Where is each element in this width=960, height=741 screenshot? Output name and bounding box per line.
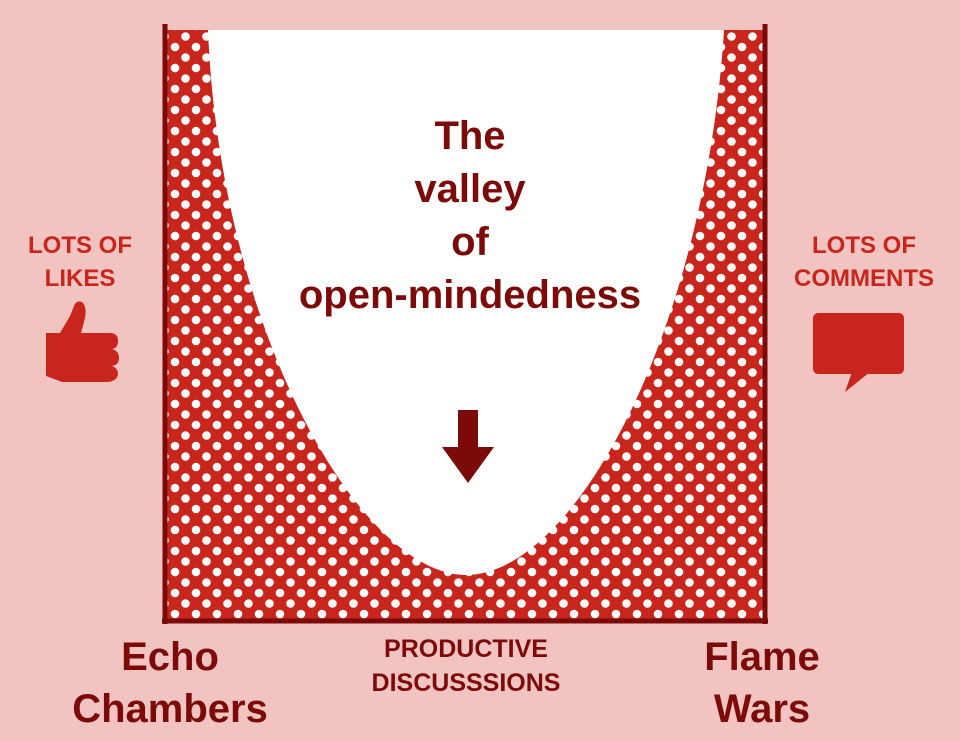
echo-chambers-line2: Chambers [72, 687, 268, 731]
thumbs-up-icon [46, 301, 119, 382]
productive-discussions-line1: PRODUCTIVE [384, 635, 548, 663]
valley-title-line4: open-mindedness [298, 273, 642, 317]
lots-of-likes-line2: LIKES [44, 265, 116, 292]
productive-discussions-line2: DISCUSSSIONS [371, 669, 561, 697]
valley-shape [208, 30, 724, 575]
echo-chambers-line1: Echo [121, 635, 219, 679]
flame-wars-line2: Wars [713, 687, 811, 731]
flame-wars-label: Flame Wars [672, 631, 852, 735]
speech-bubble-icon [813, 313, 904, 392]
productive-discussions-label: PRODUCTIVE DISCUSSSIONS [330, 632, 602, 700]
down-arrow-icon [442, 410, 494, 483]
lots-of-comments-label: LOTS OF COMMENTS [768, 229, 960, 295]
flame-wars-line1: Flame [704, 635, 820, 679]
echo-chambers-label: Echo Chambers [50, 631, 290, 735]
valley-title-line2: valley [414, 167, 526, 211]
valley-title-line1: The [434, 114, 506, 158]
lots-of-likes-line1: LOTS OF [28, 232, 132, 259]
valley-title: The valley of open-mindedness [250, 110, 690, 322]
lots-of-likes-label: LOTS OF LIKES [10, 229, 150, 295]
lots-of-comments-line1: LOTS OF [812, 232, 916, 259]
valley-title-line3: of [451, 220, 489, 264]
lots-of-comments-line2: COMMENTS [794, 265, 934, 292]
